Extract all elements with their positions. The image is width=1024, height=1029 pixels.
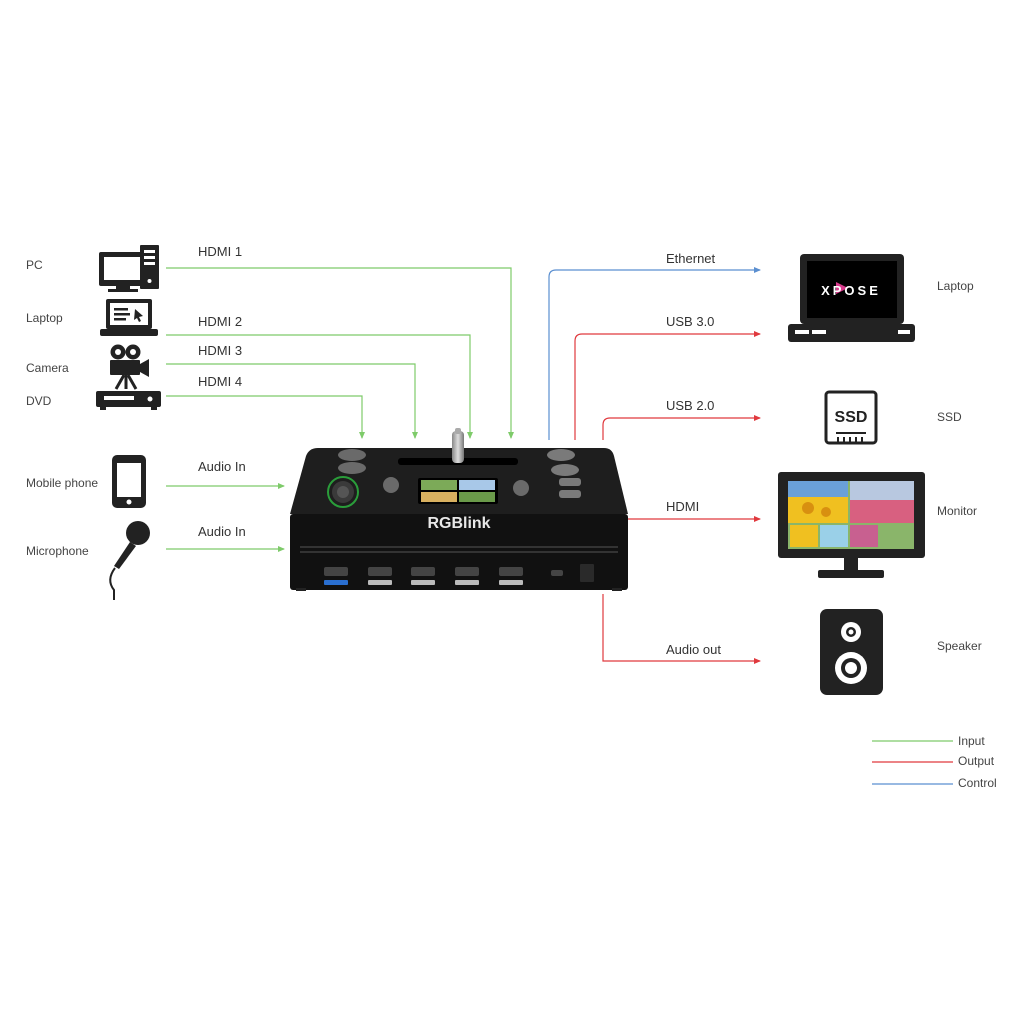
legend-output-label: Output — [958, 754, 995, 768]
label-laptop-output: Laptop — [937, 279, 974, 293]
label-laptop-input: Laptop — [26, 311, 63, 325]
hdmi3-line — [166, 363, 418, 439]
hdmi4-line — [166, 395, 365, 439]
monitor-icon — [778, 472, 925, 578]
laptop-output-icon: XPOSE — [788, 254, 915, 342]
usb2-line — [602, 415, 761, 440]
xpose-logo: XPOSE — [821, 283, 881, 298]
legend — [872, 740, 953, 785]
speaker-icon — [820, 609, 883, 695]
device-brand: RGBlink — [427, 515, 490, 532]
label-ssd: SSD — [937, 410, 962, 424]
label-hdmi-3: HDMI 3 — [198, 343, 243, 358]
hdmi1-line — [166, 267, 514, 439]
label-usb-2: USB 2.0 — [666, 398, 715, 413]
label-usb-3: USB 3.0 — [666, 314, 715, 329]
label-mobile-phone: Mobile phone — [26, 476, 99, 490]
label-pc: PC — [26, 258, 43, 272]
ethernet-line — [548, 267, 761, 440]
label-hdmi-out: HDMI — [666, 499, 700, 514]
legend-input-label: Input — [958, 734, 985, 748]
switcher-device: RGBlink — [290, 428, 628, 591]
label-camera: Camera — [26, 361, 69, 375]
label-microphone: Microphone — [26, 544, 89, 558]
label-audio-out: Audio out — [666, 642, 721, 657]
label-dvd: DVD — [26, 394, 52, 408]
usb3-line — [574, 331, 761, 440]
laptop-input-icon — [100, 299, 158, 336]
label-hdmi-2: HDMI 2 — [198, 314, 243, 329]
label-hdmi-1: HDMI 1 — [198, 244, 243, 259]
label-audio-in-1: Audio In — [198, 459, 246, 474]
legend-control-label: Control — [958, 776, 997, 790]
label-hdmi-4: HDMI 4 — [198, 374, 243, 389]
pc-icon — [99, 245, 159, 292]
microphone-icon — [109, 521, 150, 600]
label-audio-in-2: Audio In — [198, 524, 246, 539]
audio-out-line — [602, 594, 761, 664]
label-monitor: Monitor — [937, 504, 978, 518]
ssd-icon-label: SSD — [835, 409, 868, 426]
label-ethernet: Ethernet — [666, 251, 716, 266]
camera-icon — [110, 344, 149, 390]
label-speaker: Speaker — [937, 639, 982, 653]
mobile-phone-icon — [112, 455, 146, 508]
hdmi2-line — [166, 334, 473, 439]
ssd-icon: SSD — [824, 390, 878, 445]
dvd-icon — [96, 391, 161, 410]
